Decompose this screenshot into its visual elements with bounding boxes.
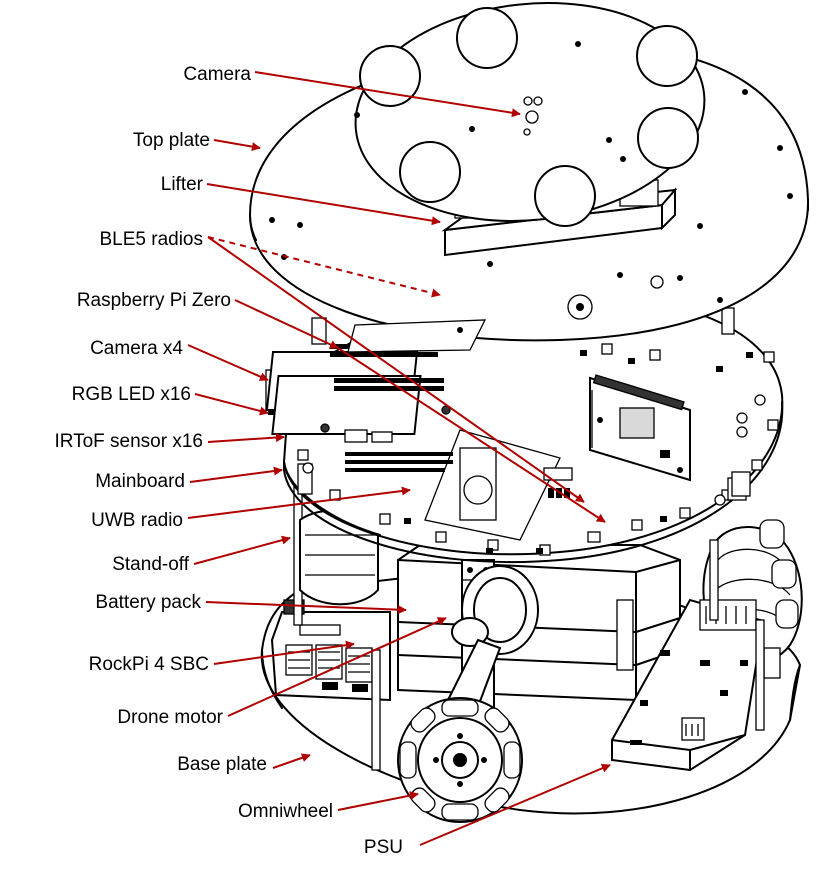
label-base-plate: Base plate <box>177 754 267 775</box>
label-lifter: Lifter <box>161 174 204 195</box>
label-mainboard: Mainboard <box>95 471 185 492</box>
leader-raspberry-pi-b <box>337 347 606 523</box>
label-camera-x4: Camera x4 <box>90 338 183 359</box>
leader-top-plate <box>213 139 261 152</box>
leader-lifter <box>206 183 441 226</box>
leader-rockpi <box>213 640 355 665</box>
leader-raspberry-pi <box>234 299 339 349</box>
label-rgb-led-x16: RGB LED x16 <box>72 384 191 405</box>
radio-board <box>589 374 691 482</box>
label-irtof-sensor-x16: IRToF sensor x16 <box>54 431 203 452</box>
leader-ble5-a <box>207 236 441 298</box>
leader-stand-off <box>193 535 291 565</box>
label-ble5-radios: BLE5 radios <box>99 229 203 250</box>
leader-uwb <box>187 486 411 519</box>
labels: Camera Top plate Lifter BLE5 radios Rasp… <box>54 64 403 858</box>
leader-camera <box>254 71 521 118</box>
stand-off-posts <box>293 484 765 771</box>
leader-psu <box>419 763 611 846</box>
label-uwb-radio: UWB radio <box>91 510 183 531</box>
label-top-plate: Top plate <box>133 130 210 151</box>
lift-disc <box>354 2 706 227</box>
label-camera: Camera <box>183 64 251 85</box>
label-psu: PSU <box>364 837 403 858</box>
label-drone-motor: Drone motor <box>117 707 223 728</box>
front-omniwheel <box>397 697 523 823</box>
label-raspberry-pi-zero: Raspberry Pi Zero <box>77 290 231 311</box>
header-pins <box>345 452 453 472</box>
leader-omniwheel <box>337 791 419 811</box>
leader-base-plate <box>272 753 311 769</box>
leader-rgb-led <box>194 393 269 416</box>
label-battery-pack: Battery pack <box>95 592 201 613</box>
leader-ble5-b <box>207 236 585 503</box>
psu-board <box>611 598 781 772</box>
label-rockpi-4-sbc: RockPi 4 SBC <box>89 654 209 675</box>
label-omniwheel: Omniwheel <box>238 801 333 822</box>
leader-mainboard <box>189 466 283 483</box>
leader-camera-x4 <box>187 344 269 381</box>
leader-battery <box>205 601 407 615</box>
drone-motor <box>446 559 539 714</box>
camera-lens <box>523 96 543 136</box>
leader-drone-motor <box>227 617 447 717</box>
battery-pack <box>397 544 681 702</box>
leader-lines <box>187 71 611 846</box>
leader-irtof <box>207 433 285 443</box>
label-stand-off: Stand-off <box>112 554 189 575</box>
